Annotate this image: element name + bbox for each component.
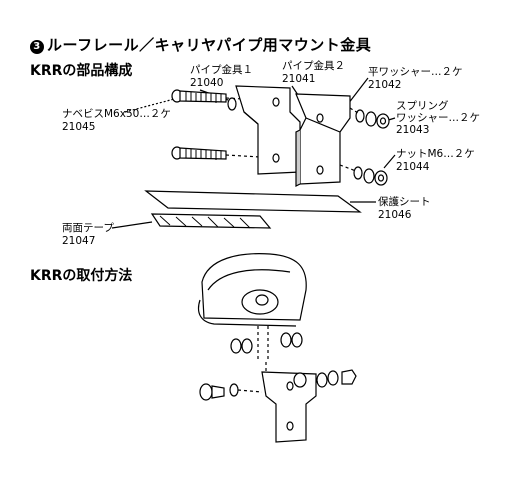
page-title-text: ルーフレール／キャリヤパイプ用マウント金具	[47, 36, 372, 54]
code-protect-sheet: 21046	[378, 209, 412, 221]
install-bracket	[261, 371, 317, 443]
code-nut: 21044	[396, 161, 430, 173]
label-double-tape: 両面テープ	[62, 222, 114, 234]
protect-sheet	[144, 190, 362, 213]
double-tape	[150, 213, 272, 229]
washer-set-lower	[353, 166, 388, 186]
install-nut-right	[316, 369, 357, 388]
label-nut: ナットM6…２ケ	[396, 148, 475, 160]
code-pipe-bracket-2: 21041	[282, 73, 316, 85]
code-pipe-bracket-1: 21040	[190, 77, 224, 89]
section-number-badge: 3	[30, 40, 44, 54]
label-pan-screw: ナベビスM6x50…２ケ	[62, 108, 171, 120]
code-double-tape: 21047	[62, 235, 96, 247]
code-flat-washer: 21042	[368, 79, 402, 91]
leader-flat-washer	[347, 77, 369, 105]
pipe-bracket-2	[295, 93, 351, 187]
leader-nut	[383, 154, 396, 169]
label-protect-sheet: 保護シート	[378, 196, 431, 208]
label-pipe-bracket-2: パイプ金具２	[282, 60, 345, 72]
label-pipe-bracket-1: パイプ金具１	[190, 64, 253, 76]
pan-screw-lower	[171, 146, 227, 160]
code-spring-washer: 21043	[396, 124, 430, 136]
install-washers	[230, 332, 303, 354]
code-pan-screw: 21045	[62, 121, 96, 133]
pan-screw-upper	[171, 89, 227, 103]
carrier-unit	[197, 253, 307, 327]
label-spring-washer-line1: スプリング	[396, 100, 449, 112]
leader-pan-screw	[124, 97, 179, 113]
label-spring-washer-line2: ワッシャー…２ケ	[396, 112, 480, 124]
parts-heading: KRRの部品構成	[30, 63, 133, 79]
washer-set-upper	[355, 109, 390, 129]
install-screw-left	[199, 383, 263, 401]
leader-double-tape	[111, 221, 153, 229]
install-heading: KRRの取付方法	[30, 268, 133, 284]
label-flat-washer: 平ワッシャー…２ケ	[368, 66, 463, 78]
